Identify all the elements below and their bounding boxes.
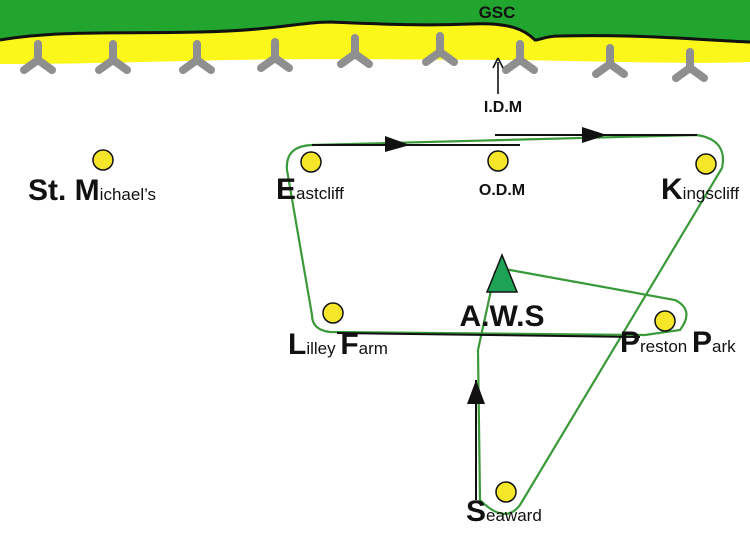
station-label-preston-park: Preston Park: [620, 326, 736, 359]
tripod-mine-icon: [672, 48, 708, 82]
arrowhead-icon: [385, 136, 410, 152]
arrowhead-icon: [492, 57, 504, 69]
station-marker-odm: [487, 150, 509, 172]
station-label-odm: O.D.M: [479, 182, 525, 199]
aws-label: A.W.S: [459, 300, 544, 333]
tripod-mine-icon: [20, 40, 56, 74]
arrowhead-icon: [582, 127, 607, 143]
station-marker-lilley-farm: [322, 302, 344, 324]
station-label-kingscliff: Kingscliff: [661, 173, 739, 206]
station-marker-st-michaels: [92, 149, 114, 171]
idm-label: I.D.M: [484, 99, 522, 116]
tripod-mine-icon: [422, 32, 458, 66]
station-label-st-michaels: St. Michael’s: [28, 174, 156, 207]
tripod-mine-icon: [592, 44, 628, 78]
station-marker-seaward: [495, 481, 517, 503]
grass-edge-line: [0, 20, 750, 44]
station-marker-eastcliff: [300, 151, 322, 173]
gsc-label: GSC: [479, 3, 516, 22]
arrowhead-icon: [467, 380, 485, 404]
tree-dot: [256, 4, 274, 22]
tripod-mine-icon: [502, 40, 538, 74]
station-marker-preston-park: [654, 310, 676, 332]
station-label-lilley-farm: Lilley Farm: [288, 328, 388, 361]
tripod-mine-icon: [179, 40, 215, 74]
tripod-mine-icon: [95, 40, 131, 74]
tripod-mine-icon: [257, 38, 293, 72]
mine-row: [20, 32, 708, 82]
green-route: [285, 133, 725, 515]
station-label-eastcliff: Eastcliff: [276, 173, 344, 206]
coast-band: GSC: [0, 0, 750, 82]
tripod-mine-icon: [337, 34, 373, 68]
station-label-seaward: Seaward: [466, 495, 542, 528]
station-marker-kingscliff: [695, 153, 717, 175]
station-labels: St. Michael’s Eastcliff O.D.M Kingscliff…: [28, 173, 739, 528]
green-triangle-icon: [485, 253, 519, 293]
idm-pointer: I.D.M: [484, 57, 522, 116]
stations: [92, 149, 717, 503]
